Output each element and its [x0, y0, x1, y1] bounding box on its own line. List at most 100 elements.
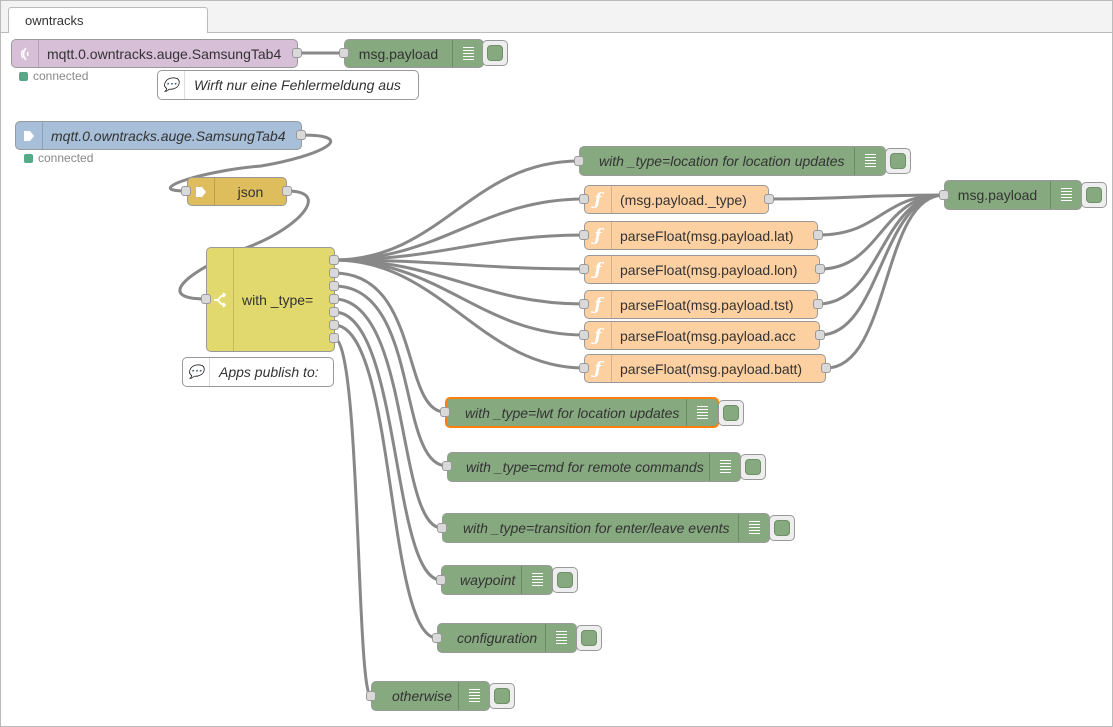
function-node[interactable]: ƒ (msg.payload._type)	[584, 185, 769, 214]
node-label: msg.payload	[358, 45, 439, 62]
status-text: connected	[38, 151, 94, 165]
debug-bars-icon	[738, 514, 769, 542]
node-label: otherwise	[392, 688, 452, 704]
debug-toggle-button[interactable]	[1081, 182, 1107, 208]
output-port[interactable]	[292, 48, 302, 58]
debug-node-selected[interactable]: with _type=lwt for location updates	[445, 397, 719, 428]
output-port[interactable]	[813, 299, 823, 309]
debug-bars-icon	[709, 453, 740, 481]
function-node[interactable]: ƒ parseFloat(msg.payload.acc	[584, 321, 820, 350]
switch-icon	[207, 248, 234, 351]
input-port[interactable]	[442, 461, 452, 471]
debug-bars-icon	[452, 40, 483, 67]
output-port[interactable]	[329, 320, 339, 330]
wire	[168, 133, 332, 193]
wire	[333, 297, 443, 530]
mqtt-out-node[interactable]: mqtt.0.owntracks.auge.SamsungTab4	[15, 121, 302, 150]
debug-toggle-button[interactable]	[489, 683, 515, 709]
input-port[interactable]	[437, 523, 447, 533]
node-label: mqtt.0.owntracks.auge.SamsungTab4	[51, 127, 286, 144]
debug-node[interactable]: with _type=cmd for remote commands	[447, 452, 741, 482]
output-port[interactable]	[329, 307, 339, 317]
output-port[interactable]	[296, 130, 306, 140]
function-icon: ƒ	[585, 291, 612, 318]
debug-node[interactable]: with _type=transition for enter/leave ev…	[442, 513, 770, 543]
output-port[interactable]	[329, 281, 339, 291]
node-label: parseFloat(msg.payload.tst)	[620, 296, 794, 313]
input-port[interactable]	[436, 575, 446, 585]
debug-node[interactable]: waypoint	[441, 565, 553, 595]
mqtt-arrow-icon	[16, 122, 43, 149]
node-label: parseFloat(msg.payload.lon)	[620, 261, 798, 278]
debug-toggle-button[interactable]	[885, 148, 911, 174]
output-port[interactable]	[821, 363, 831, 373]
wire	[768, 193, 945, 201]
output-port[interactable]	[764, 194, 774, 204]
node-label: with _type=cmd for remote commands	[466, 459, 704, 475]
json-arrow-icon	[188, 178, 215, 205]
comment-node[interactable]: 💬 Apps publish to:	[182, 357, 334, 387]
input-port[interactable]	[339, 48, 349, 58]
node-label: parseFloat(msg.payload.batt)	[620, 360, 803, 377]
mqtt-in-node[interactable]: mqtt.0.owntracks.auge.SamsungTab4	[11, 39, 298, 68]
debug-node[interactable]: msg.payload	[944, 180, 1082, 210]
debug-toggle-button[interactable]	[576, 625, 602, 651]
node-label: with _type=transition for enter/leave ev…	[463, 520, 730, 536]
debug-node[interactable]: msg.payload	[344, 39, 484, 68]
comment-label: Apps publish to:	[219, 364, 319, 380]
wire	[825, 193, 945, 370]
node-label: with _type=lwt for location updates	[465, 404, 680, 421]
input-port[interactable]	[579, 264, 589, 274]
json-node[interactable]: json	[187, 177, 287, 206]
node-label: mqtt.0.owntracks.auge.SamsungTab4	[47, 45, 282, 62]
node-label: parseFloat(msg.payload.acc	[620, 327, 796, 344]
debug-toggle-button[interactable]	[769, 515, 795, 541]
output-port[interactable]	[329, 268, 339, 278]
node-label: configuration	[457, 630, 538, 646]
input-port[interactable]	[366, 691, 376, 701]
debug-node[interactable]: with _type=location for location updates	[579, 146, 886, 176]
input-port[interactable]	[579, 194, 589, 204]
debug-bars-icon	[1050, 181, 1081, 209]
node-label: msg.payload	[957, 187, 1038, 203]
debug-toggle-button[interactable]	[552, 567, 578, 593]
debug-toggle-button[interactable]	[718, 400, 744, 426]
function-node[interactable]: ƒ parseFloat(msg.payload.lat)	[584, 221, 818, 250]
input-port[interactable]	[579, 299, 589, 309]
status-connected: connected	[19, 69, 88, 83]
function-node[interactable]: ƒ parseFloat(msg.payload.lon)	[584, 255, 820, 284]
output-port[interactable]	[815, 330, 825, 340]
input-port[interactable]	[939, 190, 949, 200]
input-port[interactable]	[579, 230, 589, 240]
function-node[interactable]: ƒ parseFloat(msg.payload.tst)	[584, 290, 818, 319]
output-port[interactable]	[329, 333, 339, 343]
input-port[interactable]	[574, 156, 584, 166]
node-label: parseFloat(msg.payload.lat)	[620, 227, 794, 244]
input-port[interactable]	[579, 363, 589, 373]
debug-toggle-button[interactable]	[740, 454, 766, 480]
debug-node[interactable]: otherwise	[371, 681, 490, 711]
output-port[interactable]	[282, 186, 292, 196]
input-port[interactable]	[579, 330, 589, 340]
status-connected: connected	[24, 151, 93, 165]
switch-node[interactable]: with _type=	[206, 247, 335, 352]
output-port[interactable]	[815, 264, 825, 274]
comment-node[interactable]: 💬 Wirft nur eine Fehlermeldung aus	[157, 70, 419, 100]
input-port[interactable]	[432, 633, 442, 643]
wire	[333, 233, 585, 262]
function-node[interactable]: ƒ parseFloat(msg.payload.batt)	[584, 354, 826, 383]
tab-owntracks[interactable]: owntracks	[8, 7, 208, 33]
debug-bars-icon	[458, 682, 489, 710]
input-port[interactable]	[201, 294, 211, 304]
input-port[interactable]	[440, 407, 450, 417]
output-port[interactable]	[813, 230, 823, 240]
output-port[interactable]	[329, 255, 339, 265]
debug-bars-icon	[545, 624, 576, 652]
input-port[interactable]	[181, 186, 191, 196]
wire	[333, 258, 585, 271]
output-port[interactable]	[329, 294, 339, 304]
debug-node[interactable]: configuration	[437, 623, 577, 653]
debug-toggle-button[interactable]	[482, 40, 508, 66]
